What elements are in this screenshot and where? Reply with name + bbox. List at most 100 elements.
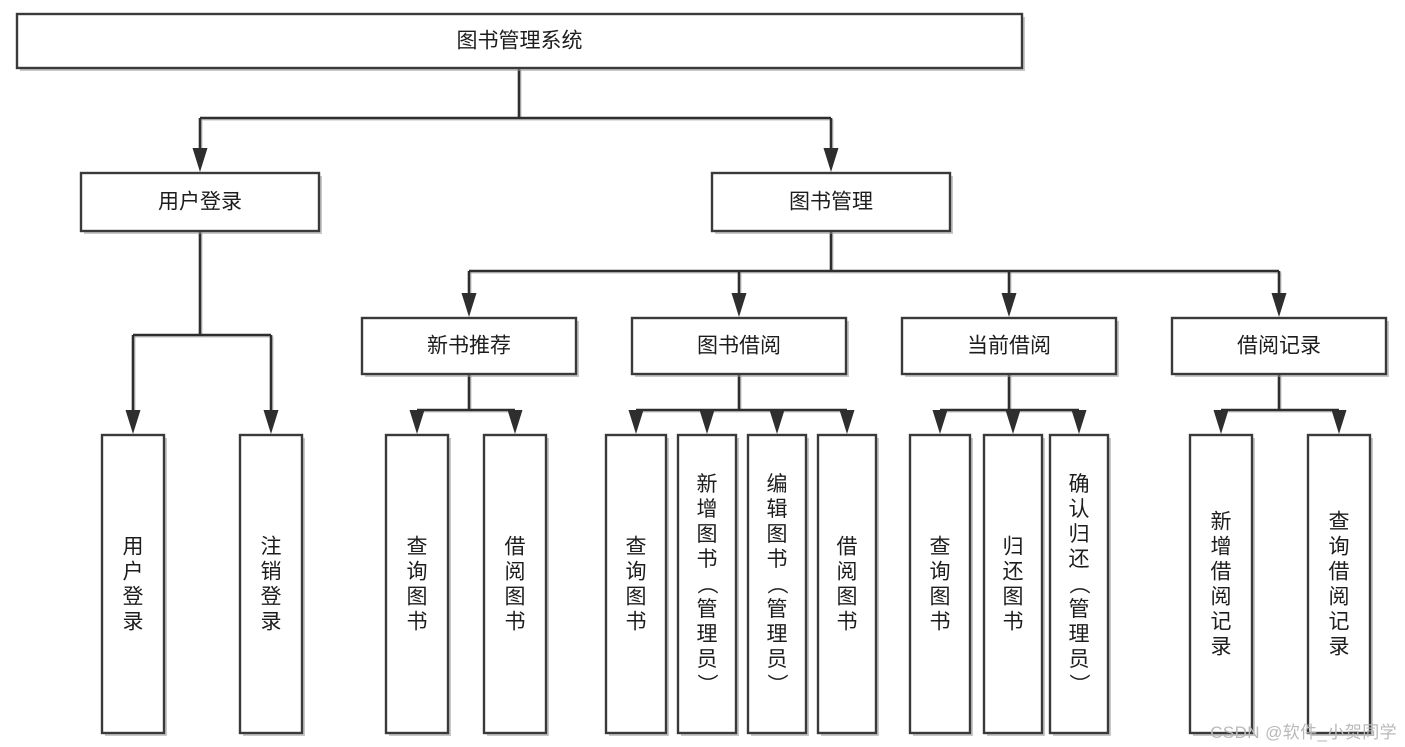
node-label-char: 阅 xyxy=(1329,586,1350,609)
drop-user-login xyxy=(131,335,136,413)
node-label-char: 增 xyxy=(1211,536,1232,559)
node-box[interactable] xyxy=(908,433,972,735)
node-label-char: 书 xyxy=(626,611,647,634)
node-level1-用户登录-0[interactable]: 用户登录 xyxy=(79,171,322,234)
arrow-head-icon xyxy=(461,293,477,317)
node-label: 当前借阅 xyxy=(967,335,1051,358)
bus-root xyxy=(200,116,833,121)
node-label-char: 查 xyxy=(1329,511,1350,534)
node-box[interactable] xyxy=(1306,433,1372,735)
arrow-head-icon xyxy=(699,410,715,434)
bus-新书推荐 xyxy=(417,408,517,413)
node-label-char: 理 xyxy=(767,623,788,646)
node-label: 借阅记录 xyxy=(1237,335,1321,358)
node-label-char: 阅 xyxy=(837,561,858,584)
node-label-char: 借 xyxy=(837,536,858,559)
node-root-图书管理系统-0[interactable]: 图书管理系统 xyxy=(15,12,1025,71)
node-label-char: 图 xyxy=(930,586,951,609)
node-box[interactable] xyxy=(746,433,808,735)
node-box[interactable] xyxy=(15,12,1024,70)
node-label-char: 编 xyxy=(767,473,788,496)
node-label-char: 管 xyxy=(767,598,788,621)
node-box[interactable] xyxy=(360,316,578,376)
node-label-char: 归 xyxy=(1069,523,1090,546)
node-box[interactable] xyxy=(79,171,321,233)
bus-图书借阅 xyxy=(636,408,849,413)
node-label: 图书管理系统 xyxy=(457,30,583,53)
node-label-char: 借 xyxy=(505,536,526,559)
node-level2-借阅记录-3[interactable]: 借阅记录 xyxy=(1170,316,1389,377)
node-box[interactable] xyxy=(982,433,1044,735)
node-box[interactable] xyxy=(384,433,450,735)
arrow-head-icon xyxy=(192,148,208,172)
node-box[interactable] xyxy=(1188,433,1254,735)
node-level2-当前借阅-2[interactable]: 当前借阅 xyxy=(900,316,1119,377)
node-label-char: 认 xyxy=(1069,498,1090,521)
node-label-char: 用 xyxy=(123,536,144,559)
node-label-char: 登 xyxy=(261,586,282,609)
node-box[interactable] xyxy=(238,433,304,735)
node-label-char: 图 xyxy=(1003,586,1024,609)
node-label-char: 借 xyxy=(1211,561,1232,584)
node-label: 图书管理 xyxy=(789,191,873,214)
node-label-char: 理 xyxy=(1069,623,1090,646)
drop-book-manage xyxy=(467,271,472,296)
node-label-char: 借 xyxy=(1329,561,1350,584)
node-box[interactable] xyxy=(604,433,668,735)
node-box[interactable] xyxy=(1048,433,1110,735)
node-label-char: 图 xyxy=(407,586,428,609)
node-box[interactable] xyxy=(710,171,952,233)
node-level1-图书管理-1[interactable]: 图书管理 xyxy=(710,171,953,234)
node-label-char: 图 xyxy=(697,523,718,546)
csdn-watermark: CSDN @软件_小贺同学 xyxy=(1210,723,1397,742)
node-label-char: 增 xyxy=(697,498,718,521)
arrow-head-icon xyxy=(1071,410,1087,434)
arrow-head-icon xyxy=(1331,410,1347,434)
node-box[interactable] xyxy=(630,316,848,376)
node-label-char: ） xyxy=(695,674,718,695)
node-level2-图书借阅-1[interactable]: 图书借阅 xyxy=(630,316,849,377)
node-label-char: 查 xyxy=(407,536,428,559)
node-box[interactable] xyxy=(100,433,166,735)
arrow-head-icon xyxy=(839,410,855,434)
drop-root xyxy=(829,118,834,151)
arrow-head-icon xyxy=(731,293,747,317)
node-box[interactable] xyxy=(1170,316,1388,376)
node-box[interactable] xyxy=(816,433,878,735)
drop-book-manage xyxy=(1277,271,1282,296)
node-label: 图书借阅 xyxy=(697,335,781,358)
node-box[interactable] xyxy=(676,433,738,735)
arrow-head-icon xyxy=(1001,293,1017,317)
node-label-char: （ xyxy=(765,574,788,595)
connector-layer xyxy=(125,68,1347,434)
node-box[interactable] xyxy=(482,433,548,735)
node-box[interactable] xyxy=(900,316,1118,376)
node-label-char: 录 xyxy=(261,611,282,634)
node-label-char: 户 xyxy=(123,561,144,584)
arrow-head-icon xyxy=(507,410,523,434)
node-label-char: 书 xyxy=(505,611,526,634)
node-label-char: 查 xyxy=(626,536,647,559)
bus-book-manage xyxy=(469,269,1281,274)
node-label-char: 理 xyxy=(697,623,718,646)
node-level2-新书推荐-0[interactable]: 新书推荐 xyxy=(360,316,579,377)
node-label-char: 询 xyxy=(626,561,647,584)
node-leaf-用户登录-0[interactable]: 用户登录 xyxy=(100,433,167,736)
stem-book-manage xyxy=(829,231,834,273)
node-label-char: 书 xyxy=(407,611,428,634)
node-label-char: 录 xyxy=(1211,636,1232,659)
